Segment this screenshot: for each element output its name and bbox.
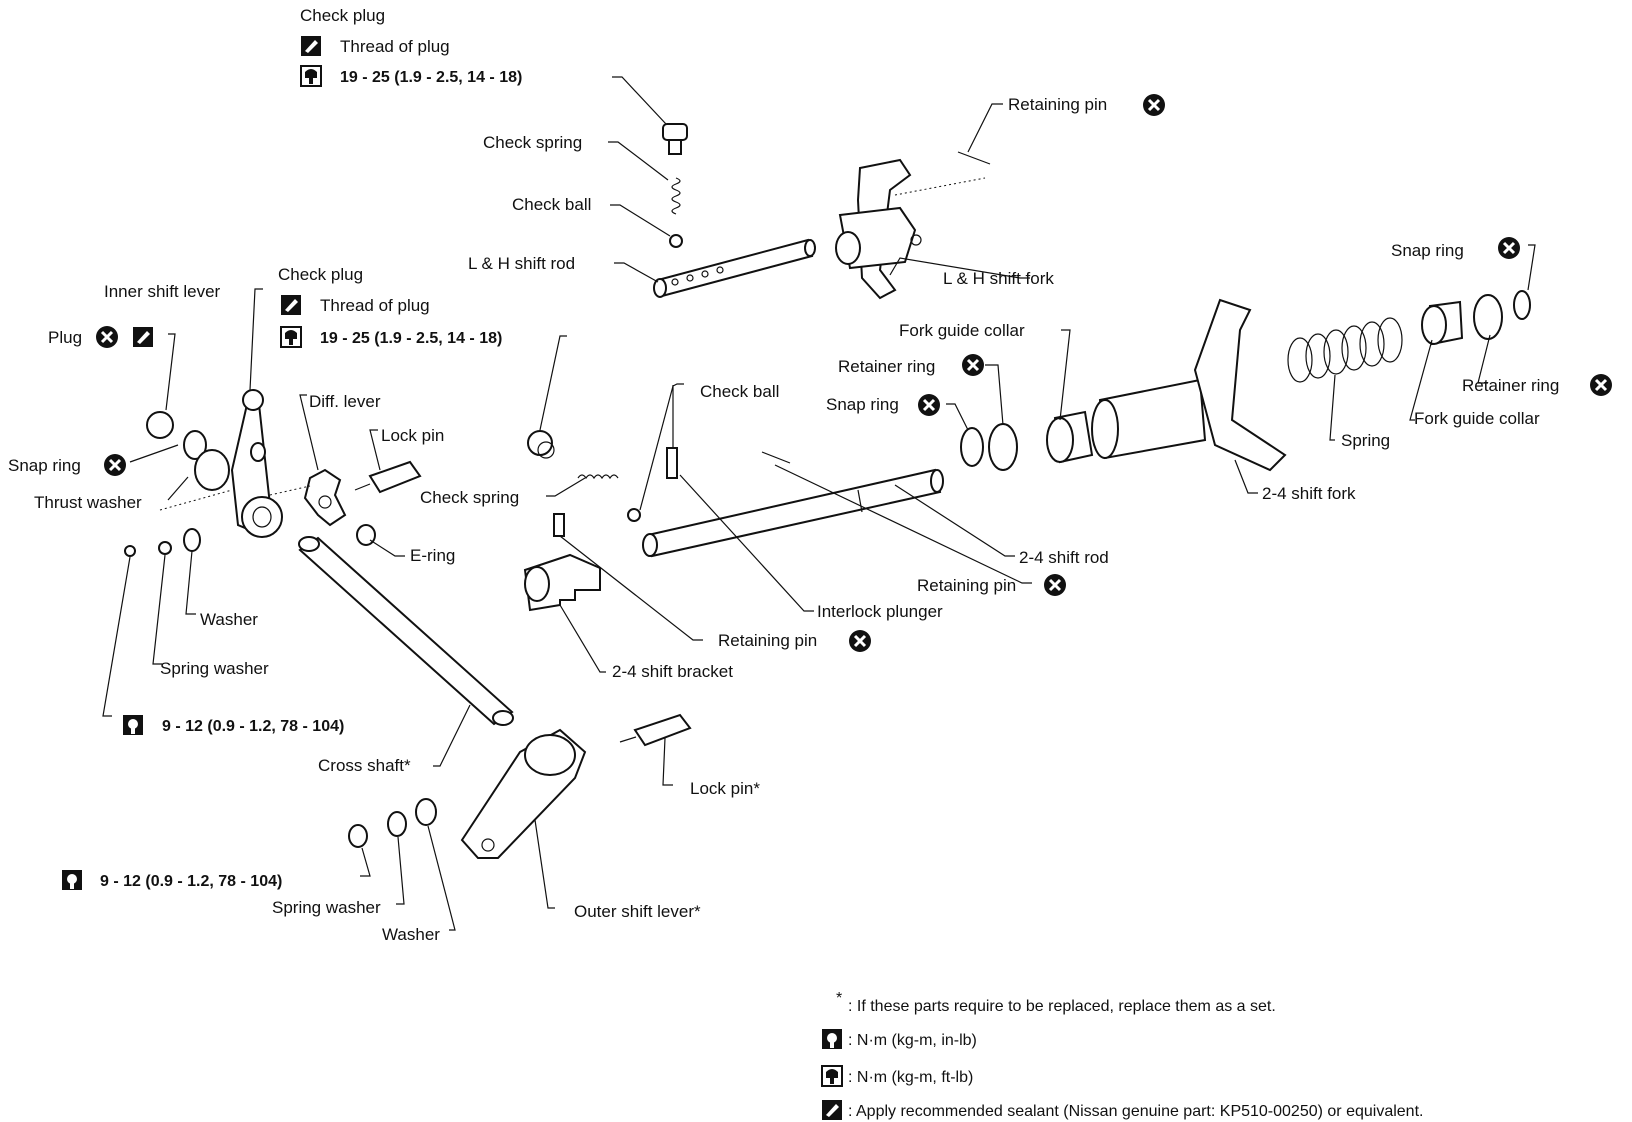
label-spring-washer-left: Spring washer [160, 659, 269, 678]
legend-sealant: : Apply recommended sealant (Nissan genu… [848, 1103, 1423, 1120]
label-retaining-pin-top: Retaining pin [1008, 95, 1107, 114]
label-fork-guide-collar-upper: Fork guide collar [899, 321, 1025, 340]
label-shift-bracket-24: 2-4 shift bracket [612, 662, 733, 681]
label-shift-fork-24: 2-4 shift fork [1262, 484, 1356, 503]
leader-lines [102, 76, 1536, 931]
label-thread-of-plug-left: Thread of plug [320, 296, 430, 315]
lh-shift-rod-part [653, 238, 816, 298]
x-circle-icon [102, 452, 128, 478]
label-lh-shift-fork: L & H shift fork [943, 269, 1054, 288]
label-diff-lever: Diff. lever [309, 392, 381, 411]
torque-wrench-in-lb-icon [123, 715, 143, 735]
label-inner-shift-lever: Inner shift lever [104, 282, 221, 301]
check-ball-top-part [669, 234, 683, 248]
sealant-icon [281, 295, 301, 315]
label-outer-shift-lever: Outer shift lever* [574, 902, 701, 921]
fork-guide-collar-right-part [1421, 300, 1464, 346]
outer-shift-lever-part [460, 728, 587, 859]
label-retaining-pin-mid: Retaining pin [917, 576, 1016, 595]
label-washer-bottom: Washer [382, 925, 440, 944]
label-cross-shaft: Cross shaft* [318, 756, 411, 775]
label-torque-top: 19 - 25 (1.9 - 2.5, 14 - 18) [340, 69, 522, 86]
check-plug-top-part [662, 123, 688, 155]
label-washer-left: Washer [200, 610, 258, 629]
label-e-ring: E-ring [410, 546, 455, 565]
label-retainer-ring-mid: Retainer ring [838, 357, 935, 376]
label-snap-ring-mid: Snap ring [826, 395, 899, 414]
spring-part [1287, 317, 1403, 383]
label-shift-rod-24: 2-4 shift rod [1019, 548, 1109, 567]
shift-fork-24-part [1091, 298, 1287, 472]
label-torque-nm-bottom: 9 - 12 (0.9 - 1.2, 78 - 104) [100, 873, 282, 890]
torque-wrench-ft-lb-icon [280, 326, 302, 348]
label-check-plug-top: Check plug [300, 6, 385, 25]
cross-shaft-part [298, 536, 514, 726]
x-circle-icon [916, 392, 942, 418]
label-check-spring-mid: Check spring [420, 488, 519, 507]
label-lh-shift-rod: L & H shift rod [468, 254, 575, 273]
label-torque-left: 19 - 25 (1.9 - 2.5, 14 - 18) [320, 330, 502, 347]
fork-guide-collar-mid-part [1046, 410, 1094, 464]
lh-shift-fork-part [835, 158, 986, 300]
label-snap-ring-left: Snap ring [8, 456, 81, 475]
x-circle-icon [1042, 572, 1068, 598]
legend-nm-in-lb: : N·m (kg-m, in-lb) [848, 1032, 977, 1049]
label-plug: Plug [48, 328, 82, 347]
sealant-icon [301, 36, 321, 56]
x-circle-icon [1496, 235, 1522, 261]
label-thrust-washer: Thrust washer [34, 493, 142, 512]
torque-wrench-in-lb-icon [62, 870, 82, 890]
callout-labels: Check plug Thread of plug 19 - 25 (1.9 -… [8, 6, 1614, 944]
sealant-icon [133, 327, 153, 347]
lock-pin-part [354, 460, 422, 494]
x-circle-icon [1141, 92, 1167, 118]
x-circle-icon [847, 628, 873, 654]
label-interlock-plunger: Interlock plunger [817, 602, 943, 621]
label-check-spring-top: Check spring [483, 133, 582, 152]
parts-illustration [124, 123, 1531, 859]
label-spring: Spring [1341, 431, 1390, 450]
label-spring-washer-bottom: Spring washer [272, 898, 381, 917]
label-retainer-ring-right: Retainer ring [1462, 376, 1559, 395]
label-retaining-pin-low: Retaining pin [718, 631, 817, 650]
label-lock-pin-star: Lock pin* [690, 779, 760, 798]
inner-shift-lever-part [230, 389, 283, 538]
torque-wrench-ft-lb-icon [300, 65, 322, 87]
x-circle-icon [960, 352, 986, 378]
x-circle-icon [1588, 372, 1614, 398]
label-lock-pin: Lock pin [381, 426, 444, 445]
interlock-plunger-part [666, 447, 678, 479]
label-check-ball-top: Check ball [512, 195, 591, 214]
shift-bracket-24-part [523, 553, 601, 612]
legend-asterisk-symbol: * [836, 990, 842, 1007]
legend: * : If these parts require to be replace… [821, 990, 1423, 1120]
label-thread-of-plug-top: Thread of plug [340, 37, 450, 56]
label-check-ball-mid: Check ball [700, 382, 779, 401]
diff-lever-part [303, 468, 347, 527]
label-torque-nm-left: 9 - 12 (0.9 - 1.2, 78 - 104) [162, 718, 344, 735]
torque-wrench-in-lb-icon [822, 1029, 842, 1049]
label-check-plug-left: Check plug [278, 265, 363, 284]
check-spring-top-part [671, 177, 681, 215]
label-snap-ring-right: Snap ring [1391, 241, 1464, 260]
plug-part [146, 411, 174, 439]
torque-wrench-ft-lb-icon [821, 1065, 843, 1087]
label-fork-guide-collar-right: Fork guide collar [1414, 409, 1540, 428]
sealant-icon [822, 1100, 842, 1120]
legend-nm-ft-lb: : N·m (kg-m, ft-lb) [848, 1069, 973, 1086]
x-circle-icon [94, 324, 120, 350]
shift-rod-24-part [642, 468, 944, 558]
lock-pin-star-part [619, 713, 692, 747]
legend-asterisk-note: : If these parts require to be replaced,… [848, 998, 1276, 1015]
check-plug-left-part [527, 430, 555, 459]
